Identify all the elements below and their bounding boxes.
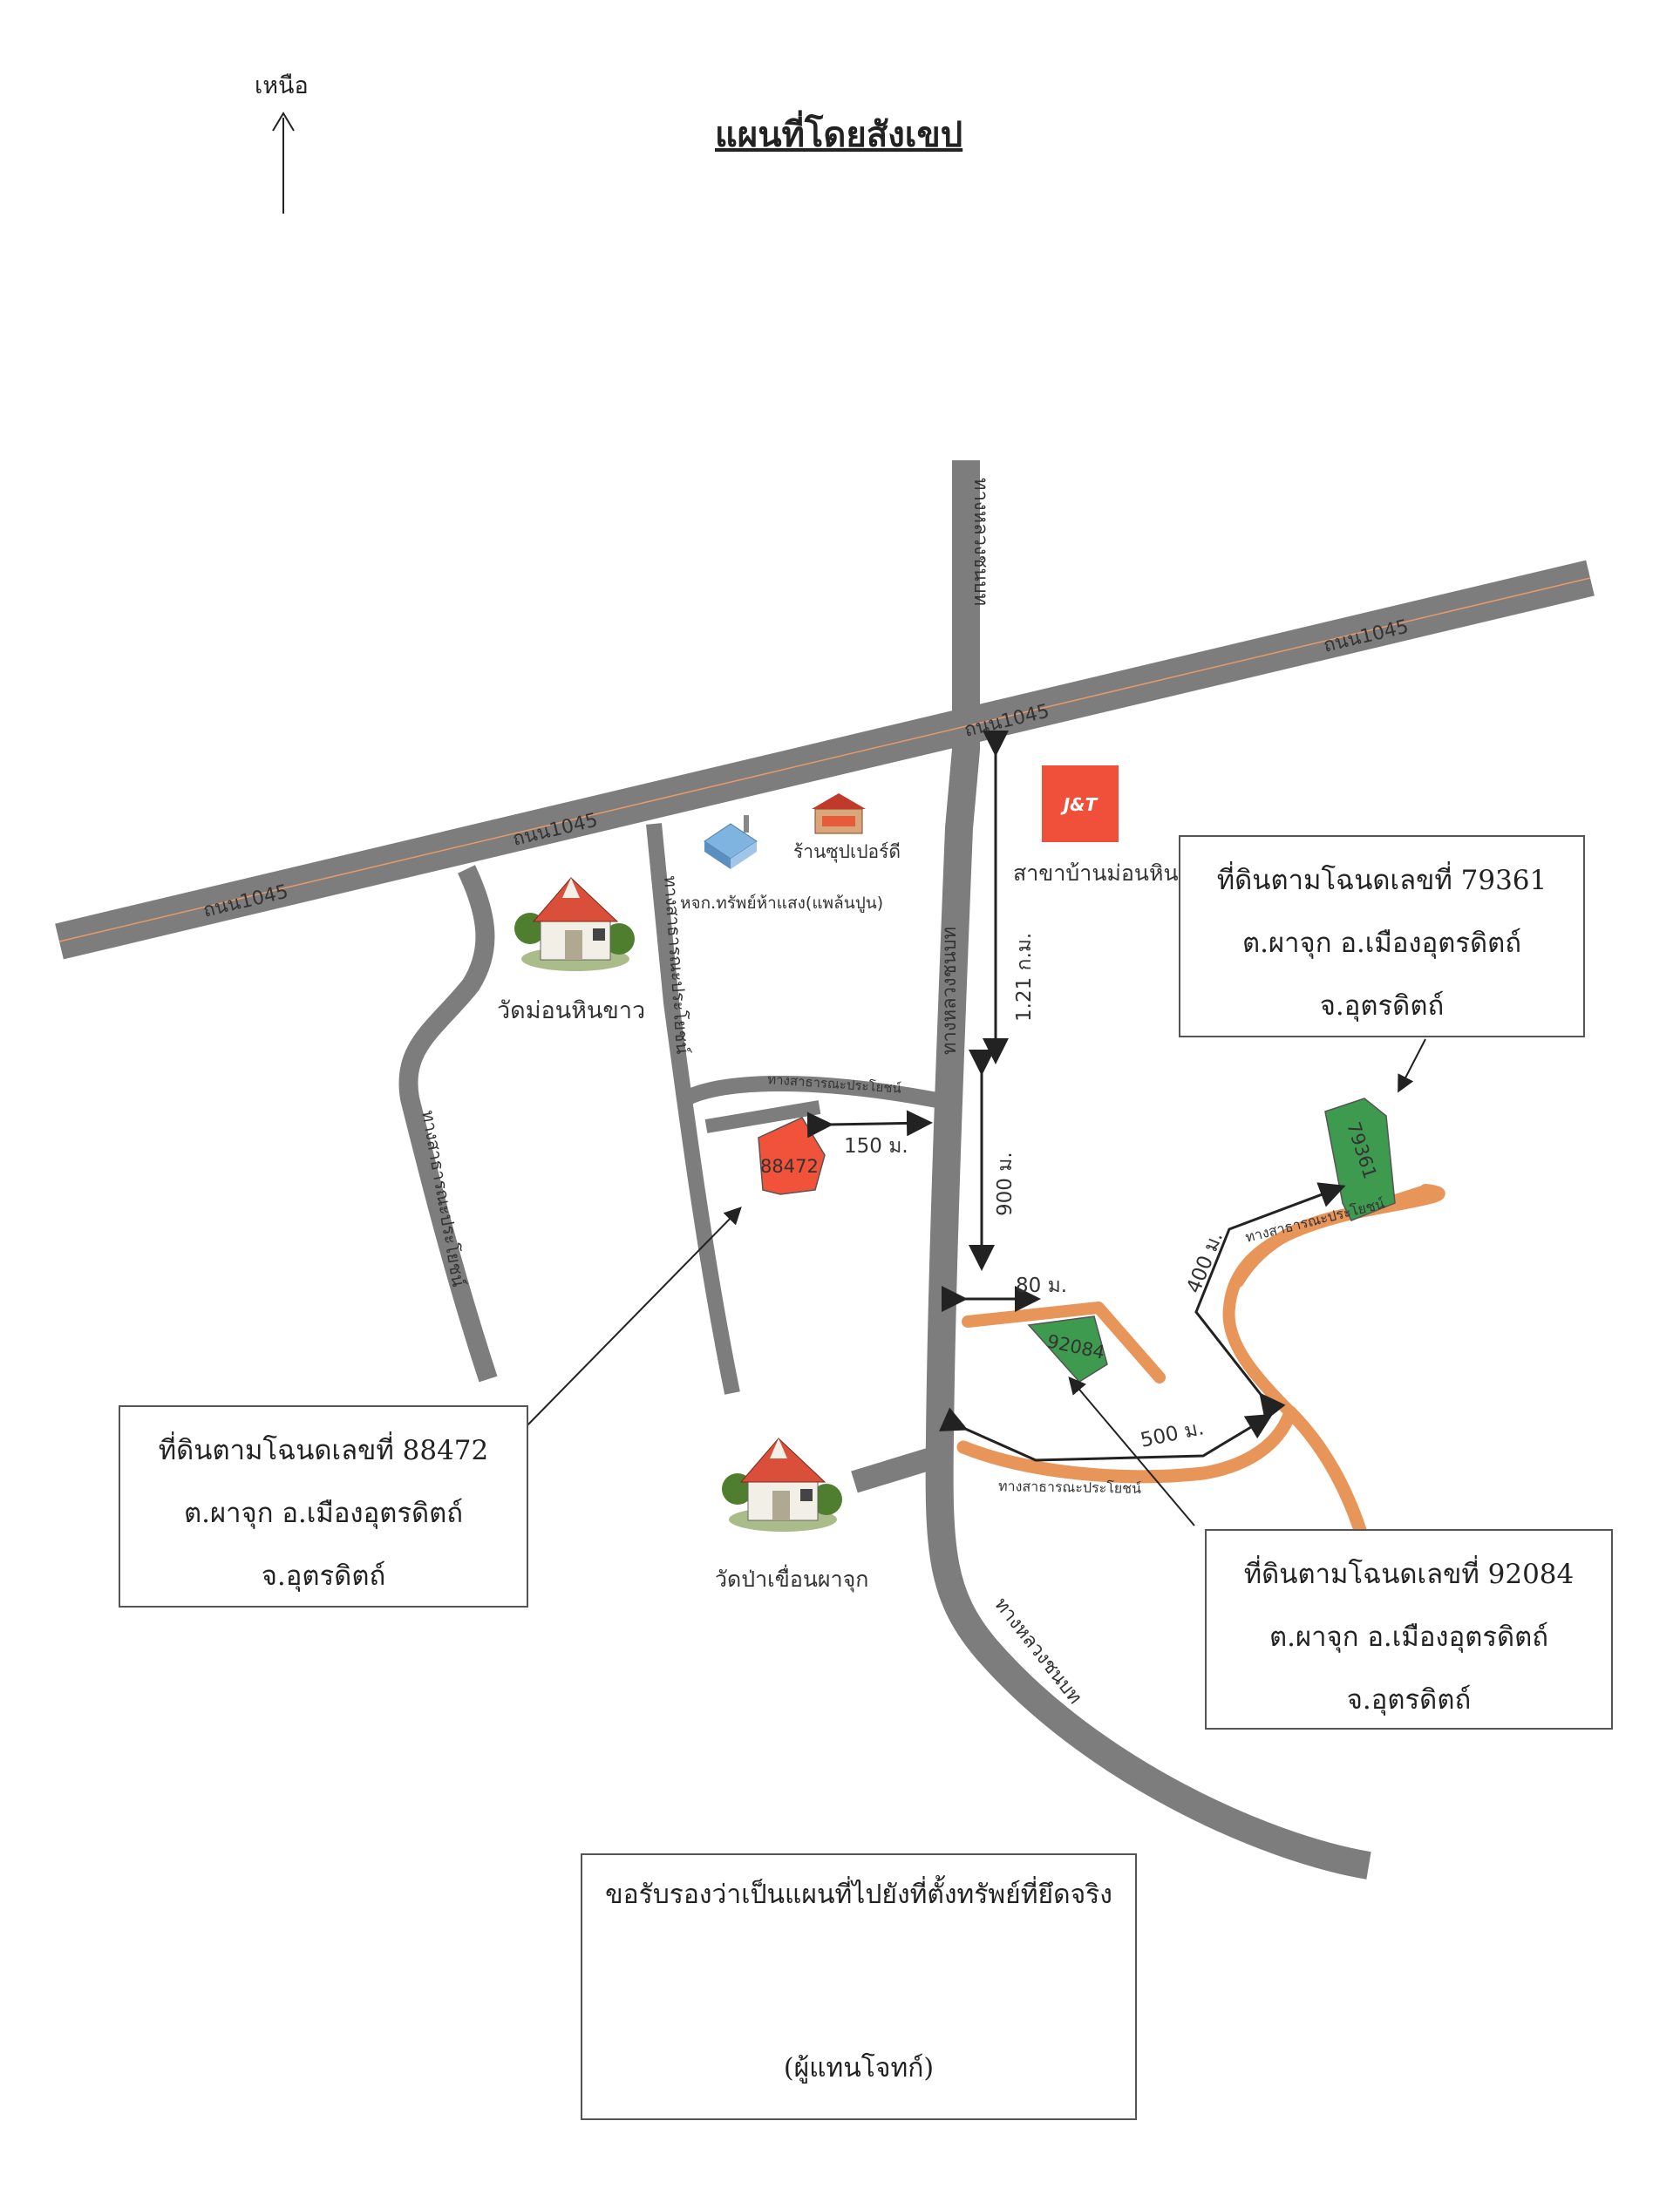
box-92084-line3: จ.อุตรดิตถ์: [1346, 1684, 1472, 1716]
distance-500m: 500 ม.: [1139, 1417, 1206, 1452]
box-79361-line3: จ.อุตรดิตถ์: [1319, 990, 1445, 1022]
north-arrow-icon: [272, 112, 295, 214]
factory-icon: [704, 815, 758, 869]
public-road-label: ทางสาธารณะประโยชน์: [998, 1478, 1141, 1497]
parcel-box-88472: ที่ดินตามโฉนดเลขที่ 88472 ต.ผาจุก อ.เมือ…: [119, 1405, 528, 1608]
distance-80m: 80 ม.: [1016, 1275, 1067, 1297]
map-title: แผนที่โดยสังเขป: [715, 114, 963, 155]
box-88472-line3: จ.อุตรดิตถ์: [261, 1560, 386, 1592]
parcel-box-79361: ที่ดินตามโฉนดเลขที่ 79361 ต.ผาจุก อ.เมือ…: [1179, 835, 1585, 1037]
box-88472-line2: ต.ผาจุก อ.เมืองอุตรดิตถ์: [183, 1498, 464, 1529]
landmark-wat-mon-hin-khao: วัดม่อนหินขาว: [497, 997, 645, 1024]
landmark-jt-branch: สาขาบ้านม่อนหิน: [1013, 860, 1179, 886]
distance-150m: 150 ม.: [844, 1135, 908, 1158]
public-road-label: ทางสาธารณะประโยชน์: [1243, 1195, 1386, 1246]
parcel-box-92084: ที่ดินตามโฉนดเลขที่ 92084 ต.ผาจุก อ.เมือ…: [1205, 1529, 1613, 1730]
box-92084-line2: ต.ผาจุก อ.เมืองอุตรดิตถ์: [1269, 1621, 1549, 1653]
road-centerline: [58, 577, 1591, 942]
distance-arrows: [806, 731, 1346, 1462]
landmark-wat-pa-khuean: วัดป่าเขื่อนผาจุก: [715, 1564, 868, 1593]
certification-signer: (ผู้แทนโจทก์): [783, 2053, 935, 2084]
parcel-label-88472: 88472: [760, 1156, 819, 1177]
north-label: เหนือ: [255, 72, 309, 99]
box-79361-line2: ต.ผาจุก อ.เมืองอุตรดิตถ์: [1241, 928, 1522, 959]
certification-statement: ขอรับรองว่าเป็นแผนที่ไปยังที่ตั้งทรัพย์ท…: [605, 1880, 1112, 1910]
landmark-hardware: หจก.ทรัพย์ห้าแสง(แพล้นปูน): [680, 894, 883, 913]
highway-label: ทางหลวงชนบท: [939, 927, 961, 1055]
parcel-92084: [1027, 1315, 1108, 1383]
certification-box: ขอรับรองว่าเป็นแผนที่ไปยังที่ตั้งทรัพย์ท…: [581, 1853, 1137, 2120]
jt-logo-icon: J&T: [1042, 765, 1119, 842]
temple-icon: [722, 1438, 842, 1532]
distance-400m: 400 ม.: [1182, 1228, 1228, 1296]
distance-900m: 900 ม.: [994, 1152, 1017, 1216]
highway-label-top: ทางหลวงชนบท: [969, 478, 991, 606]
distance-1-21km: 1.21 ก.ม.: [1013, 933, 1036, 1022]
temple-icon: [514, 877, 635, 971]
box-79361-line1: ที่ดินตามโฉนดเลขที่ 79361: [1216, 865, 1547, 896]
box-88472-line1: ที่ดินตามโฉนดเลขที่ 88472: [158, 1435, 489, 1466]
box-92084-line1: ที่ดินตามโฉนดเลขที่ 92084: [1243, 1559, 1575, 1590]
shop-icon: [812, 793, 866, 834]
pointer-lines: [522, 1038, 1426, 1526]
jt-logo-text: J&T: [1060, 794, 1098, 815]
landmark-supermarket: ร้านซุปเปอร์ดี: [793, 841, 901, 863]
